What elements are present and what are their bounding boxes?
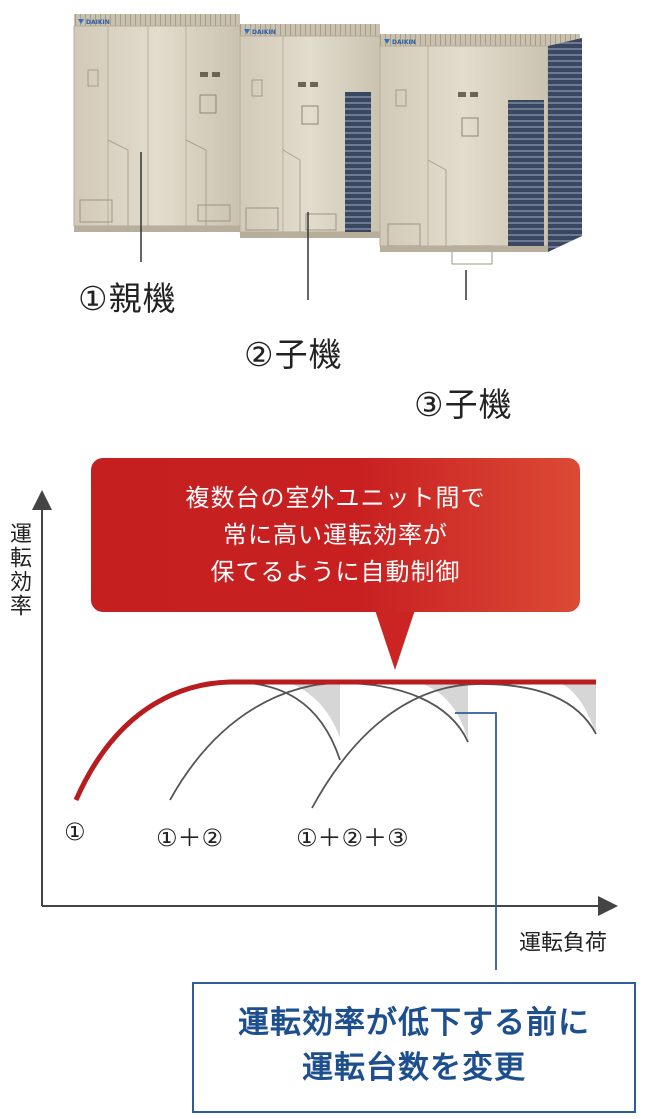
loss-area-2	[420, 683, 468, 740]
callout-line-1: 複数台の室外ユニット間で	[185, 484, 486, 512]
unit-1-body	[73, 14, 241, 232]
series-label-1: ①	[64, 818, 86, 846]
loss-area-1	[290, 683, 340, 738]
unit-2-body: DAIKIN	[239, 24, 381, 238]
brand-logo: DAIKIN	[78, 19, 110, 26]
svg-text:DAIKIN: DAIKIN	[86, 19, 110, 26]
auto-control-callout: 複数台の室外ユニット間で 常に高い運転効率が 保てるように自動制御	[91, 458, 580, 612]
unit-label-sub-2: ③子機	[414, 385, 513, 424]
callout-tail	[375, 610, 415, 670]
x-axis-label: 運転負荷	[519, 931, 608, 956]
unit-3-body: DAIKIN	[379, 34, 582, 265]
note-line-1: 運転効率が低下する前に	[238, 1005, 590, 1041]
y-axis-label: 運転効率	[6, 522, 31, 618]
controlled-efficiency-curve	[73, 679, 596, 802]
outdoor-units-illustration: DAIKIN DAIKIN	[73, 14, 582, 300]
note-pointer-line	[455, 712, 497, 970]
curve-unit-1	[75, 681, 341, 801]
note-line-2: 運転台数を変更	[302, 1050, 526, 1086]
efficiency-chart	[32, 490, 618, 970]
callout-line-2: 常に高い運転効率が	[223, 521, 448, 549]
unit-label-sub-1: ②子機	[244, 335, 343, 374]
unit-label-main: ①親機	[78, 279, 177, 318]
svg-text:DAIKIN: DAIKIN	[392, 39, 416, 46]
series-label-1-2-3: ①＋②＋③	[296, 824, 409, 852]
unit-count-change-note: 運転効率が低下する前に 運転台数を変更	[192, 982, 636, 1113]
callout-line-3: 保てるように自動制御	[210, 558, 461, 586]
series-label-1-2: ①＋②	[156, 824, 224, 852]
svg-text:DAIKIN: DAIKIN	[252, 29, 276, 36]
loss-area-3	[560, 683, 596, 735]
